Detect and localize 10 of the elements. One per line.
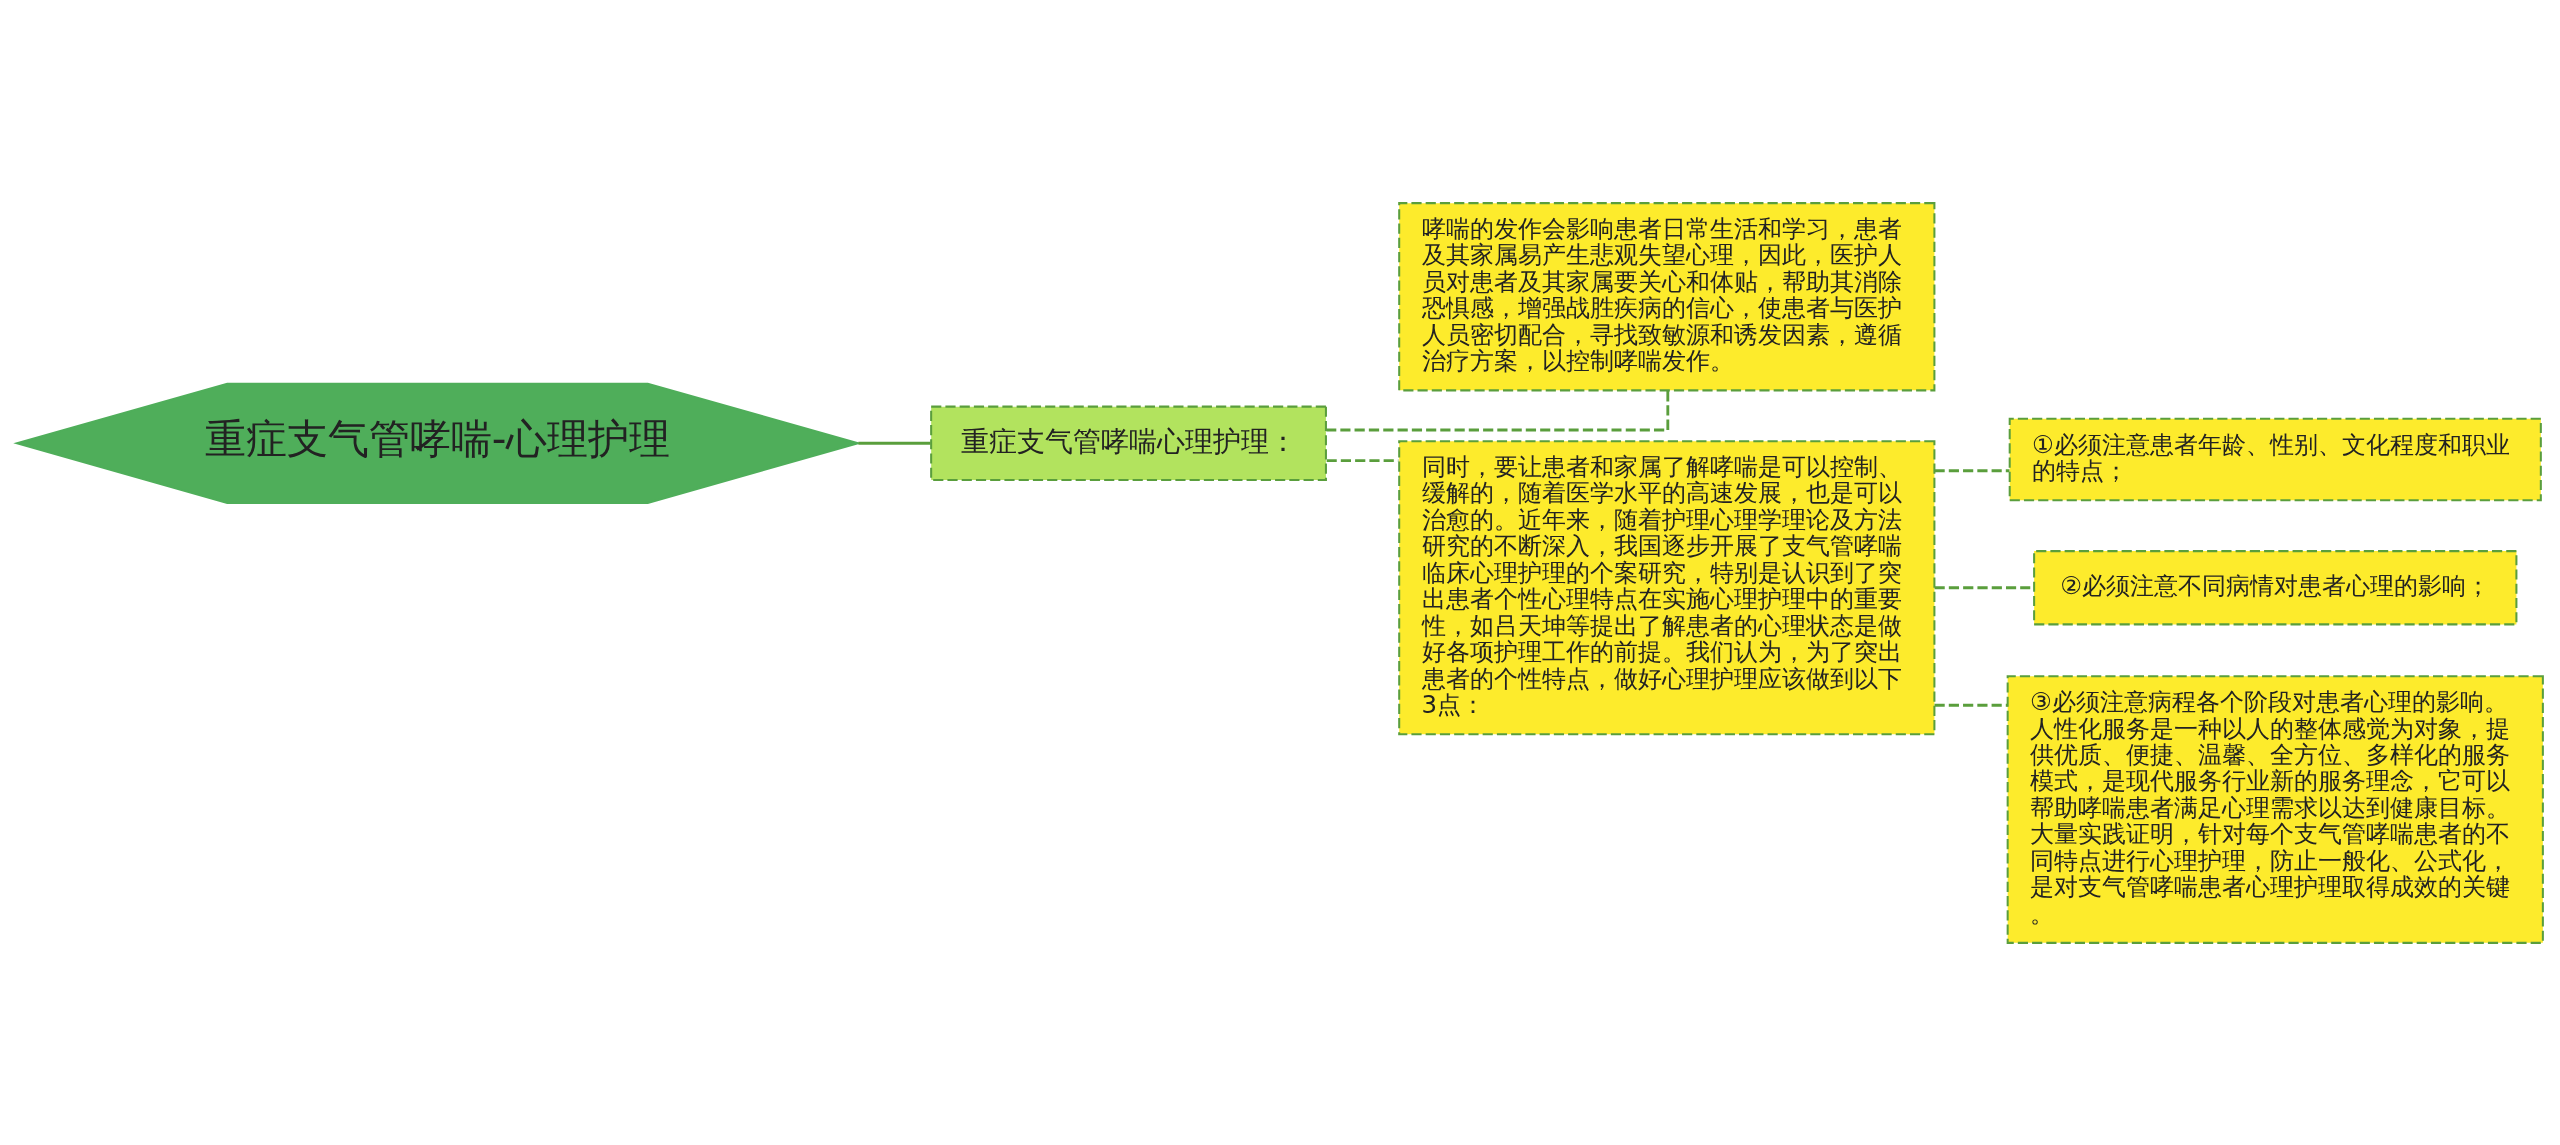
node-box: 重症支气管哮喘心理护理： xyxy=(930,405,1327,481)
connector xyxy=(1326,390,1670,431)
node-box: ①必须注意患者年龄、性别、文化程度和职业的特点； xyxy=(2008,417,2542,501)
node-box: 同时，要让患者和家属了解哮喘是可以控制、缓解的，随着医学水平的高速发展，也是可以治愈的。近年来，随着护理心理学理论及方法研究的不断深入，我国逐步开展了支气管哮喘临床心理护理的个案研究，特别是认识到了突出患者个性心理特点在实施心理护理中的重要性，如吕天坤等提出了解患者的心理状态是做好各项护理工作的前提。我们认为，为了突出患者的个性特点，做好心理护理应该做到以下3点： xyxy=(1398,439,1936,735)
node-box: ②必须注意不同病情对患者心理的影响； xyxy=(2033,549,2518,625)
node-box: ③必须注意病程各个阶段对患者心理的影响。人性化服务是一种以人的整体感觉为对象，提供优质、便捷、温馨、全方位、多样化的服务模式，是现代服务行业新的服务理念，它可以帮助哮喘患者满足心理需求以达到健康目标。大量实践证明，针对每个支气管哮喘患者的不同特点进行心理护理，防止一般化、公式化，是对支气管哮喘患者心理护理取得成效的关键。 xyxy=(2006,674,2544,944)
connector xyxy=(858,441,931,445)
node-box: 哮喘的发作会影响患者日常生活和学习，患者及其家属易产生悲观失望心理，因此，医护人员对患者及其家属要关心和体贴，帮助其消除恐惧感，增强战胜疾病的信心，使患者与医护人员密切配合，寻找致敏源和诱发因素，遵循治疗方案，以控制哮喘发作。 xyxy=(1398,201,1936,391)
connector xyxy=(1934,703,2008,707)
connector xyxy=(1934,468,2010,472)
